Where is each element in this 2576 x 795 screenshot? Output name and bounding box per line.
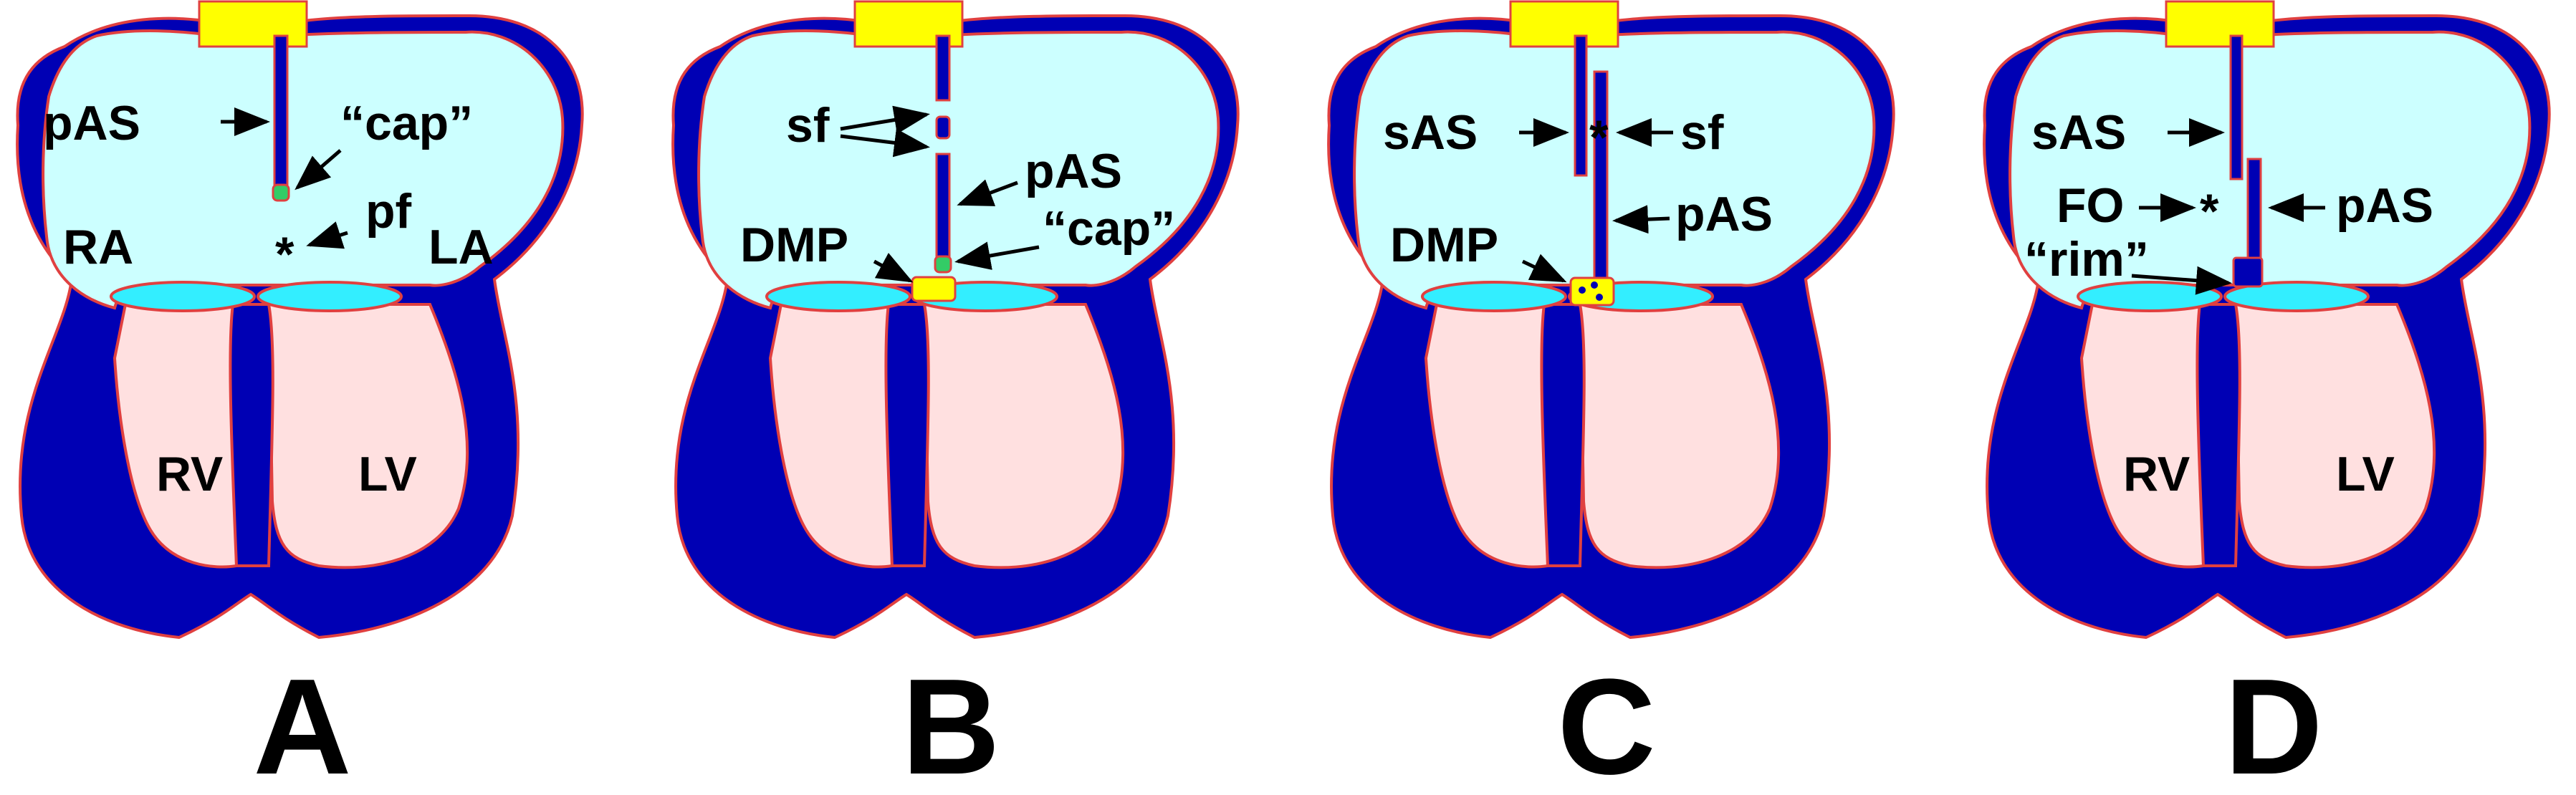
label-dmp: DMP	[740, 218, 848, 272]
label-lv: LV	[2336, 447, 2395, 501]
panel-letter: C	[1557, 651, 1655, 795]
label-rv: RV	[2123, 447, 2190, 501]
arrow-sf-1	[840, 105, 930, 135]
label-pf: pf	[365, 184, 412, 238]
label-pas: pAS	[1025, 144, 1122, 198]
label-ra: RA	[63, 220, 133, 274]
mesenchymal-cap	[934, 255, 952, 274]
arrow-sf-2	[840, 128, 930, 158]
dorsal-mesenchymal-protrusion	[1569, 276, 1615, 307]
panel-b: sf pAS “cap” DMP B	[671, 0, 1240, 795]
dorsal-mesenchymal-protrusion	[911, 276, 957, 302]
label-pas: pAS	[1675, 187, 1773, 241]
arrow-cap	[295, 149, 342, 191]
primary-atrial-septum	[1593, 70, 1609, 284]
label-pas: pAS	[43, 96, 140, 150]
heart-outline	[671, 0, 1240, 639]
label-lv: LV	[358, 447, 417, 501]
primary-atrial-septum-upper	[935, 34, 951, 102]
label-dmp: DMP	[1390, 218, 1498, 272]
arrow-pas	[1612, 205, 1670, 234]
panel-letter: B	[901, 651, 1000, 795]
label-cap: “cap”	[340, 96, 473, 150]
label-sf: sf	[1680, 105, 1724, 160]
arrow-dmp	[873, 253, 914, 283]
panel-letter: D	[2224, 651, 2322, 795]
label-star: *	[2200, 184, 2219, 238]
primary-atrial-septum-fragment	[935, 115, 951, 140]
arrow-dmp	[1521, 254, 1567, 283]
dmp-cell	[1591, 281, 1598, 289]
heart-outline	[1983, 0, 2551, 639]
label-star: *	[275, 227, 295, 281]
panel-d: sAS FO * pAS “rim” RV LV D	[1983, 0, 2551, 795]
arrow-pas	[957, 179, 1018, 206]
arrow-cap	[954, 241, 1040, 270]
panel-a: pAS “cap” pf * RA LA RV LV A	[16, 0, 584, 795]
label-sas: sAS	[2031, 105, 2126, 160]
panel-letter: A	[253, 651, 351, 795]
dmp-cell	[1579, 286, 1586, 294]
label-star: *	[1589, 110, 1609, 165]
septal-rim	[2232, 256, 2264, 288]
secondary-atrial-septum	[1574, 34, 1588, 177]
dmp-cell	[1596, 294, 1603, 301]
arrow-rim	[2131, 266, 2232, 295]
label-pas: pAS	[2336, 178, 2433, 233]
label-rim: “rim”	[2024, 232, 2149, 286]
label-la: LA	[428, 220, 494, 274]
label-fo: FO	[2057, 178, 2124, 233]
secondary-atrial-septum	[2229, 34, 2244, 180]
heart-outline	[1327, 0, 1895, 639]
primary-atrial-septum-lower	[935, 153, 951, 263]
label-rv: RV	[156, 447, 223, 501]
label-sas: sAS	[1383, 105, 1478, 160]
label-cap: “cap”	[1043, 201, 1175, 256]
primary-atrial-septum	[273, 34, 289, 191]
panel-c: sAS * sf pAS DMP C	[1327, 0, 1895, 795]
label-sf: sf	[786, 98, 830, 153]
arrow-pf	[306, 221, 348, 249]
mesenchymal-cap	[272, 183, 290, 202]
